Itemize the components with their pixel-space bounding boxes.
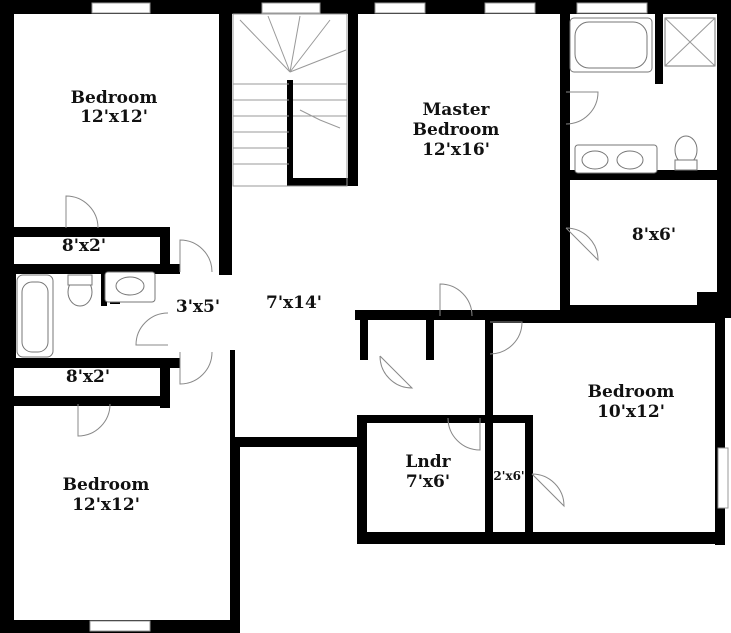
closet-se-size: 2'x6' bbox=[493, 469, 524, 483]
bedroom-se-size: 10'x12' bbox=[597, 402, 665, 422]
master-size: 12'x16' bbox=[422, 140, 490, 160]
closet-nw-size: 8'x2' bbox=[62, 236, 106, 256]
master-name-line1: Master bbox=[422, 100, 490, 120]
windows bbox=[89, 2, 729, 632]
door-swings bbox=[65, 91, 599, 508]
staircase bbox=[232, 13, 348, 187]
bath-w-size: 3'x5' bbox=[176, 297, 220, 317]
hall-size: 7'x14' bbox=[266, 293, 322, 313]
master-name-line2: Bedroom bbox=[413, 120, 500, 140]
bedroom-nw-size: 12'x12' bbox=[80, 107, 148, 127]
bedroom-se-name: Bedroom bbox=[588, 382, 675, 402]
bedroom-sw-name: Bedroom bbox=[63, 475, 150, 495]
bedroom-sw-size: 12'x12' bbox=[72, 495, 140, 515]
master-closet-size: 8'x6' bbox=[632, 225, 676, 245]
laundry-size: 7'x6' bbox=[406, 472, 450, 492]
laundry-name: Lndr bbox=[405, 452, 451, 472]
bedroom-nw-name: Bedroom bbox=[71, 88, 158, 108]
bath-fixtures bbox=[16, 17, 716, 358]
closet-sw-size: 8'x2' bbox=[66, 367, 110, 387]
room-labels: Bedroom 12'x12' 8'x2' 3'x5' 8'x2' Bedroo… bbox=[62, 88, 676, 515]
